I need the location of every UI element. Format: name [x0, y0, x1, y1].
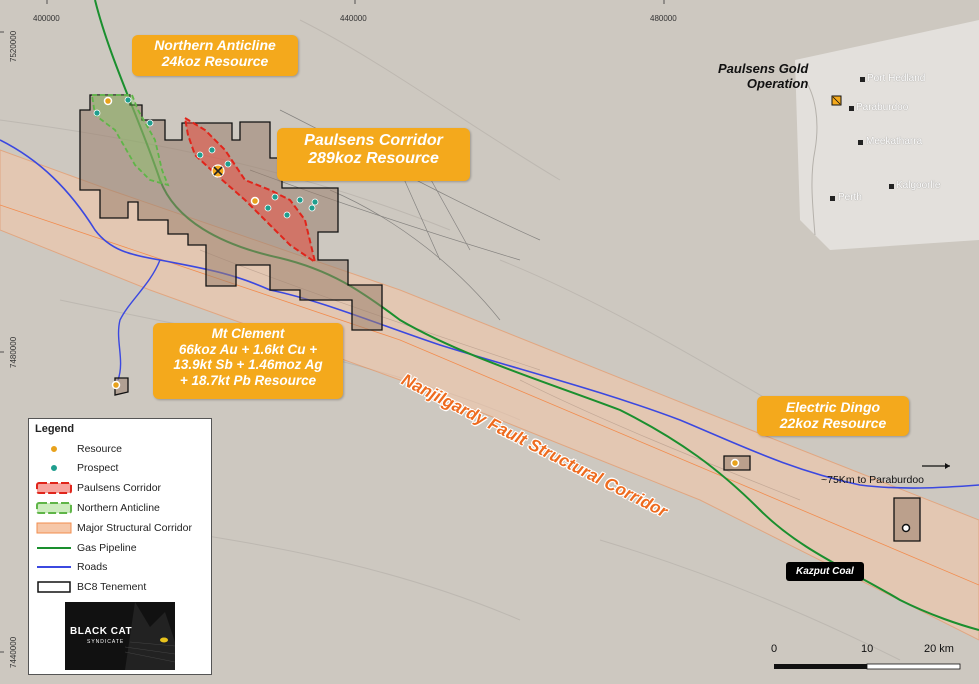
- gas-pipeline-line-icon: [37, 547, 71, 549]
- legend-label-gas-pipeline: Gas Pipeline: [77, 542, 137, 554]
- legend-label-roads: Roads: [77, 561, 108, 573]
- legend-item-northern-anticline: Northern Anticline: [35, 500, 160, 516]
- prospect-dot-icon: [50, 464, 58, 472]
- scale-label-10: 10: [861, 643, 874, 655]
- mine-icon: [211, 164, 225, 178]
- town-paraburdoo: Paraburdoo: [856, 102, 909, 113]
- legend-item-structural-corridor: Major Structural Corridor: [35, 520, 192, 536]
- legend-label-paulsens-corridor: Paulsens Corridor: [77, 482, 162, 494]
- scale-bar-graphic: [774, 663, 961, 670]
- legend-item-roads: Roads: [35, 559, 107, 575]
- mt-clement-label[interactable]: Mt Clement 66koz Au + 1.6kt Cu + 13.9kt …: [153, 323, 343, 399]
- northing-label-7440000: 7440000: [9, 636, 18, 668]
- easting-label-480000: 480000: [650, 14, 677, 23]
- mt-clement-line-3: + 18.7kt Pb Resource: [179, 372, 317, 388]
- inset-region-shape: [795, 20, 979, 250]
- legend-item-paulsens-corridor: Paulsens Corridor: [35, 480, 161, 496]
- paulsens-corridor-swatch-icon: [36, 482, 72, 494]
- easting-label-440000: 440000: [340, 14, 367, 23]
- mt-clement-line-2: 13.9kt Sb + 1.46moz Ag: [173, 357, 323, 373]
- port-hedland-dot: [860, 77, 865, 82]
- legend-panel: Legend Resource Prospect Paulsens Corrid…: [28, 418, 212, 675]
- northern-anticline-polygon: [90, 94, 170, 187]
- logo-text-line1: BLACK CAT: [70, 626, 133, 637]
- meekatharra-dot: [858, 140, 863, 145]
- prospects: [93, 96, 319, 219]
- grid-ticks: [0, 0, 665, 653]
- northern-anticline-title: Northern Anticline: [154, 37, 276, 53]
- legend-label-bc8-tenement: BC8 Tenement: [77, 581, 147, 593]
- paulsens-corridor-polygon: [183, 116, 317, 265]
- paulsens-corridor-title: Paulsens Corridor: [304, 132, 443, 149]
- town-meekatharra: Meekatharra: [866, 136, 923, 147]
- legend-item-prospect: Prospect: [35, 460, 118, 476]
- paulsens-corridor-label[interactable]: Paulsens Corridor 289koz Resource: [277, 128, 470, 181]
- paraburdoo-dot: [849, 106, 854, 111]
- town-kalgoorlie: Kalgoorlie: [896, 180, 941, 191]
- easting-label-400000: 400000: [33, 14, 60, 23]
- legend-item-bc8-tenement: BC8 Tenement: [35, 579, 146, 595]
- legend-item-gas-pipeline: Gas Pipeline: [35, 540, 137, 556]
- electric-dingo-title: Electric Dingo: [785, 399, 881, 415]
- roads-line-icon: [37, 566, 71, 568]
- mt-clement-line-1: 66koz Au + 1.6kt Cu +: [178, 341, 318, 357]
- northing-label-7520000: 7520000: [9, 30, 18, 62]
- black-cat-logo: BLACK CAT SYNDICATE: [65, 602, 175, 670]
- scale-label-0: 0: [771, 643, 778, 655]
- paulsens-corridor-resource: 289koz Resource: [308, 150, 439, 168]
- tenement-main: [79, 94, 383, 331]
- legend-title: Legend: [35, 423, 75, 435]
- electric-dingo-resource: 22koz Resource: [779, 415, 887, 432]
- resource-dot-icon: [50, 445, 58, 453]
- legend-label-resource: Resource: [77, 443, 122, 455]
- resources: [103, 96, 911, 533]
- legend-item-resource: Resource: [35, 441, 122, 457]
- mt-clement-title: Mt Clement: [211, 326, 285, 341]
- town-perth: Perth: [838, 192, 862, 203]
- to-paraburdoo-label: ~75Km to Paraburdoo: [821, 474, 925, 486]
- bc8-tenements: [79, 94, 921, 542]
- tenement-outline-icon: [37, 581, 71, 593]
- northern-anticline-label[interactable]: Northern Anticline 24koz Resource: [132, 35, 298, 76]
- perth-dot: [830, 196, 835, 201]
- roads-line: [0, 139, 979, 489]
- electric-dingo-label[interactable]: Electric Dingo 22koz Resource: [757, 396, 909, 436]
- structural-corridor-swatch-icon: [36, 522, 72, 534]
- terrain-texture: [0, 19, 901, 661]
- kalgoorlie-dot: [889, 184, 894, 189]
- kazput-coal-label[interactable]: Kazput Coal: [786, 562, 864, 581]
- scale-label-20: 20 km: [924, 643, 954, 655]
- legend-label-prospect: Prospect: [77, 462, 119, 474]
- paulsens-operation-line-2: Operation: [746, 75, 809, 91]
- northern-anticline-resource: 24koz Resource: [161, 53, 269, 70]
- paulsens-operation-line-1: Paulsens Gold: [718, 61, 809, 76]
- tenement-kazput: [893, 497, 921, 542]
- paulsens-operation-label: Paulsens Gold Operation: [718, 61, 809, 92]
- legend-label-structural-corridor: Major Structural Corridor: [77, 522, 192, 534]
- cat-face-icon: [124, 602, 175, 670]
- logo-text-line2: SYNDICATE: [87, 639, 125, 645]
- northern-anticline-swatch-icon: [36, 502, 72, 514]
- northing-label-7480000: 7480000: [9, 336, 18, 368]
- town-port-hedland: Port Hedland: [867, 73, 926, 84]
- legend-label-northern-anticline: Northern Anticline: [77, 502, 160, 514]
